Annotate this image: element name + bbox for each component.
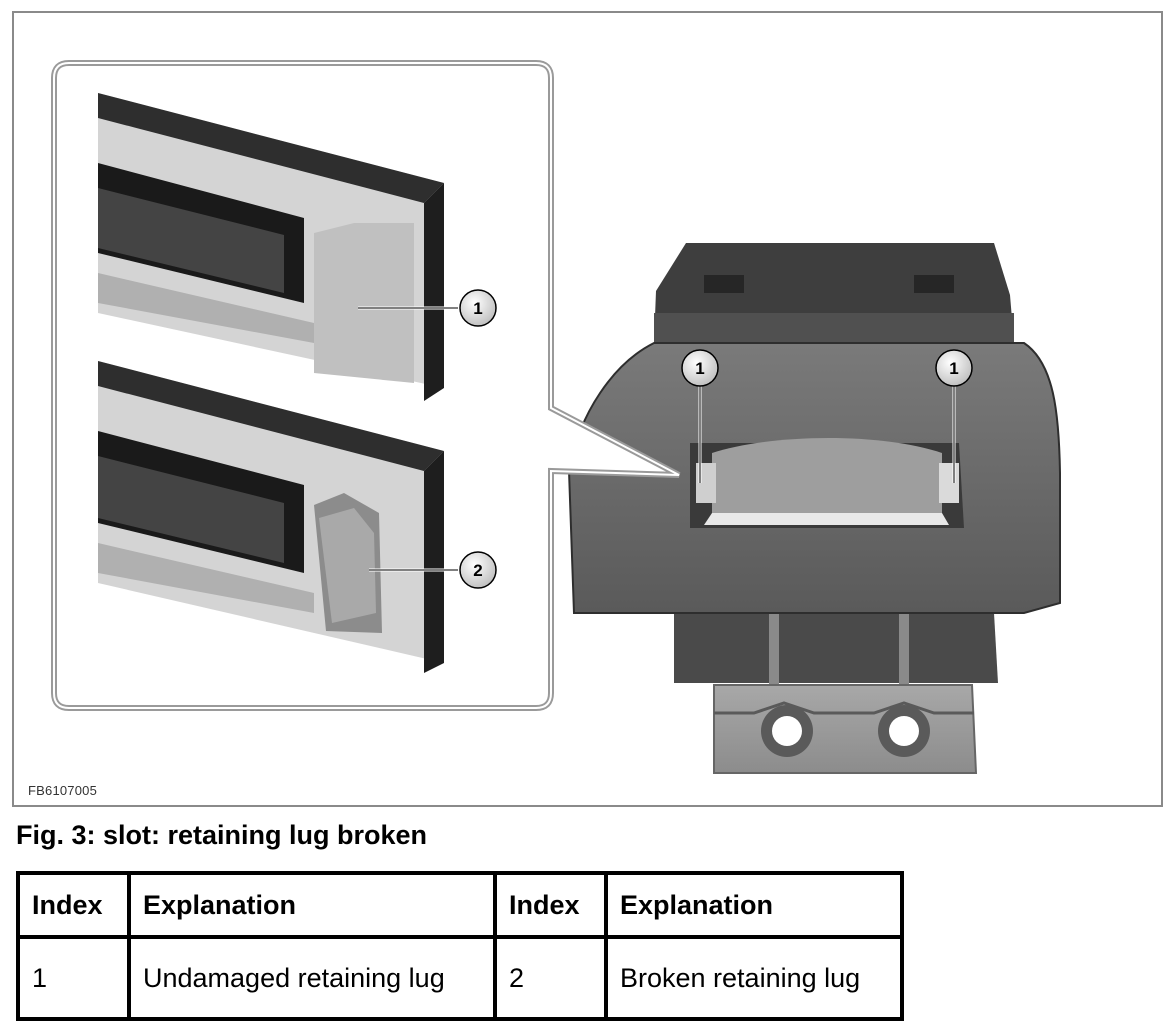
- index-cell: 1: [16, 935, 131, 1021]
- callout-number: 1: [695, 359, 704, 378]
- legend-header-row: Index Explanation Index Explanation: [16, 871, 904, 939]
- explanation-cell: Broken retaining lug: [604, 935, 904, 1021]
- figure-frame: 1 1 1 2 FB6107005: [12, 11, 1163, 807]
- detail-inset: [51, 60, 681, 711]
- figure-id-code: FB6107005: [28, 783, 98, 798]
- explanation-cell: Undamaged retaining lug: [127, 935, 497, 1021]
- callout-number: 1: [473, 299, 482, 318]
- callout-1-right: 1: [935, 349, 973, 387]
- callout-1-inset: 1: [459, 289, 497, 327]
- broken-rail: [98, 361, 444, 673]
- callout-1-left: 1: [681, 349, 719, 387]
- legend-table: Index Explanation Index Explanation 1 Un…: [16, 871, 904, 1021]
- index-cell: 2: [493, 935, 608, 1021]
- header-index-1: Index: [16, 871, 131, 939]
- table-row: 1 Undamaged retaining lug 2 Broken retai…: [16, 935, 904, 1021]
- callout-2-inset: 2: [459, 551, 497, 589]
- callout-number: 2: [473, 561, 482, 580]
- callout-number: 1: [949, 359, 958, 378]
- undamaged-rail: [98, 93, 444, 401]
- header-explanation-1: Explanation: [127, 871, 497, 939]
- header-explanation-2: Explanation: [604, 871, 904, 939]
- switch-housing: [567, 243, 1061, 774]
- figure-caption: Fig. 3: slot: retaining lug broken: [16, 820, 428, 850]
- illustration: 1 1 1 2: [51, 60, 1061, 774]
- header-index-2: Index: [493, 871, 608, 939]
